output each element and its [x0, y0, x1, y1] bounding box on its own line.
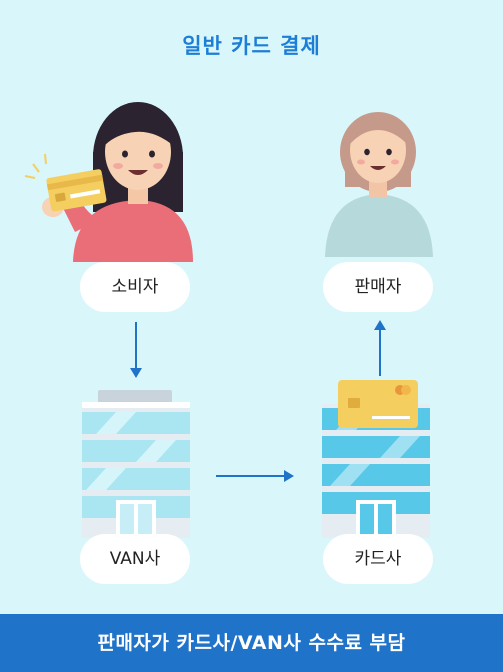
arrow-up-icon	[374, 320, 386, 376]
arrow-down-icon	[130, 322, 142, 378]
card-company-building-icon	[322, 380, 430, 538]
van-building-icon	[82, 390, 190, 538]
node-consumer: 소비자	[80, 262, 190, 312]
seller-woman-icon	[325, 112, 433, 257]
footer-banner: 판매자가 카드사/VAN사 수수료 부담	[0, 614, 503, 672]
arrow-right-icon	[216, 470, 294, 482]
node-card-company: 카드사	[323, 534, 433, 584]
credit-card-icon	[338, 380, 418, 428]
node-van: VAN사	[80, 534, 190, 584]
diagram-title: 일반 카드 결제	[182, 34, 321, 58]
node-seller: 판매자	[323, 262, 433, 312]
consumer-woman-icon	[24, 102, 193, 262]
credit-card-icon	[46, 169, 107, 212]
